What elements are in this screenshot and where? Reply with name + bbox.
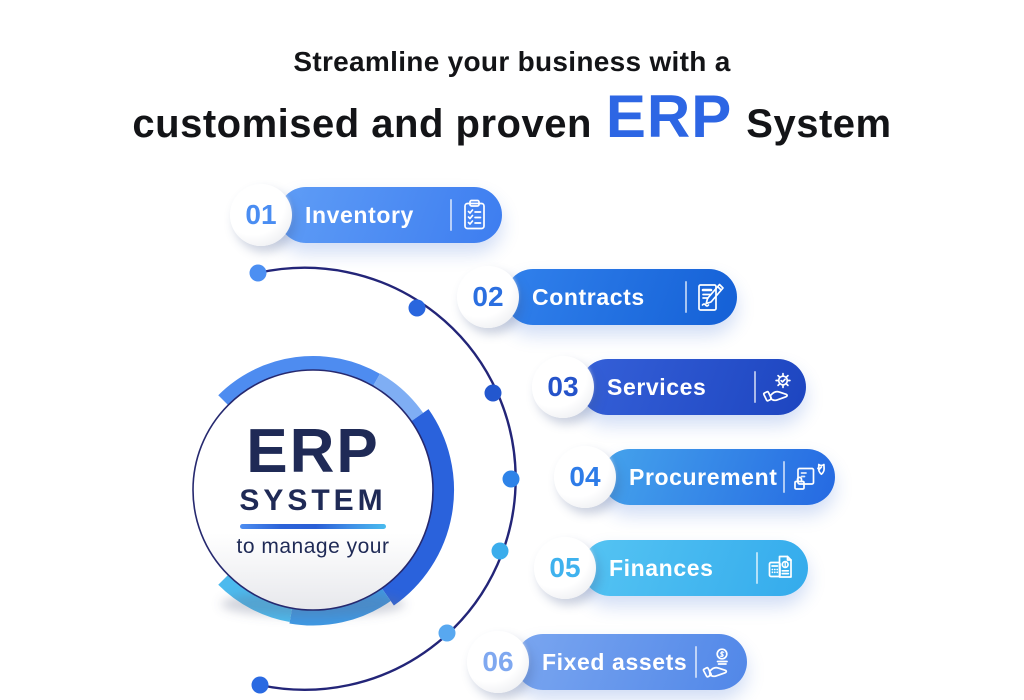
step-pill: Fixed assets <box>515 634 747 690</box>
hand-gear-icon <box>762 372 791 402</box>
number-badge: 05 <box>534 537 596 599</box>
title-line2-prefix: customised and proven <box>132 102 592 146</box>
hub-subtitle: SYSTEM <box>239 484 387 517</box>
title-line2-suffix: System <box>746 102 892 146</box>
curve-dot <box>491 542 509 560</box>
number-badge: 04 <box>554 446 616 508</box>
hub-circle <box>192 369 434 611</box>
step-pill: Services <box>580 359 806 415</box>
step-inventory: Inventory 01 <box>230 184 502 246</box>
clipboard-checklist-icon <box>464 199 485 230</box>
pill-divider <box>685 281 687 313</box>
hand-coin-icon <box>702 648 728 678</box>
step-label: Procurement <box>629 463 778 490</box>
curve-dot <box>438 624 456 642</box>
pill-divider <box>450 199 452 231</box>
step-label: Fixed assets <box>542 648 688 675</box>
number-badge: 06 <box>467 631 529 693</box>
title-line1: Streamline your business with a <box>293 46 731 77</box>
step-contracts: Contracts 02 <box>457 266 737 328</box>
curve-dot <box>408 299 426 317</box>
step-label: Finances <box>609 554 714 581</box>
calculator-receipt-icon <box>768 555 792 578</box>
curve-dot <box>249 264 267 282</box>
step-pill: Contracts <box>505 269 737 325</box>
step-pill: Finances <box>582 540 808 596</box>
title-line2: customised and proven ERP System <box>0 82 1024 151</box>
step-fixed-assets: Fixed assets 06 <box>467 631 747 693</box>
parcel-shield-lock-icon <box>794 463 825 490</box>
hub-title: ERP <box>246 417 380 486</box>
step-label: Services <box>607 373 707 400</box>
step-label: Contracts <box>532 283 645 310</box>
hub-ring-segment <box>218 356 380 406</box>
step-procurement: Procurement 04 <box>554 446 835 508</box>
step-services: Services 03 <box>532 356 806 418</box>
curve-dot <box>484 384 502 402</box>
number-badge: 01 <box>230 184 292 246</box>
hub-divider-bar <box>240 524 386 529</box>
hub-tagline: to manage your <box>236 535 390 558</box>
hub-ring-segment <box>372 373 424 422</box>
curve-dot <box>251 676 269 694</box>
hub-text: ERP SYSTEM to manage your <box>193 421 433 559</box>
headline: Streamline your business with a customis… <box>0 0 1024 151</box>
step-pill: Inventory <box>278 187 502 243</box>
number-badge: 02 <box>457 266 519 328</box>
number-badge: 03 <box>532 356 594 418</box>
document-pen-icon <box>698 283 724 311</box>
curve-dot <box>502 470 520 488</box>
step-finances: Finances 05 <box>534 537 808 599</box>
pill-divider <box>754 371 756 403</box>
pill-divider <box>783 461 785 493</box>
pill-divider <box>756 552 758 584</box>
step-pill: Procurement <box>602 449 835 505</box>
step-label: Inventory <box>305 201 414 228</box>
title-erp-highlight: ERP <box>605 83 733 150</box>
hub-ring-segment <box>379 409 454 606</box>
pill-divider <box>695 646 697 678</box>
